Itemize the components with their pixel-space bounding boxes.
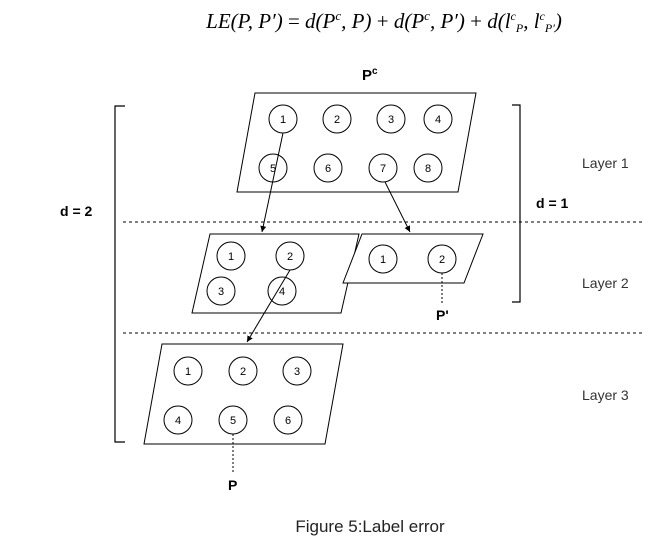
formula-term-3-sup: c — [511, 9, 517, 23]
node-label: 2 — [439, 254, 445, 266]
formula-term-3-sub2: P′ — [544, 21, 555, 35]
inner-brace — [512, 104, 521, 303]
node: 2 — [228, 356, 258, 386]
node-label: 2 — [287, 251, 293, 263]
layer2-right-parallelogram — [342, 233, 484, 284]
node: 1 — [268, 104, 298, 134]
node-label: 2 — [334, 114, 340, 126]
formula-term-1-base: d(P — [305, 9, 335, 33]
formula-term-2-base: d(P — [394, 9, 424, 33]
node-label: 3 — [294, 366, 300, 378]
node: 3 — [376, 104, 406, 134]
layer2-left-group: 1 2 3 4 — [191, 233, 360, 314]
pc-label-base: P — [362, 67, 372, 84]
node: 1 — [216, 241, 246, 271]
node-label: 4 — [279, 286, 285, 298]
node: 4 — [163, 405, 193, 435]
node-label: 1 — [228, 251, 234, 263]
node-label: 1 — [280, 114, 286, 126]
formula-term-3-mid: , l — [523, 9, 540, 33]
layer2-right-group: 1 2 — [342, 233, 484, 284]
arrow-l2left2-to-l3 — [246, 269, 291, 343]
node: 7 — [368, 153, 398, 183]
formula-term-2-rest: , P′) — [430, 9, 465, 33]
node-label: 1 — [380, 254, 386, 266]
node-label: 3 — [218, 286, 224, 298]
p-label: P — [228, 477, 237, 493]
figure-caption: Figure 5:Label error — [295, 517, 445, 536]
outer-brace — [114, 105, 125, 443]
node-label: 6 — [285, 415, 291, 427]
layer3-group: 1 2 3 4 5 6 — [143, 343, 344, 445]
formula-term-3-rest: ) — [554, 9, 562, 33]
node: 6 — [313, 153, 343, 183]
node-label: 5 — [270, 163, 276, 175]
arrow-pc7-to-l2right — [384, 181, 411, 233]
node: 2 — [322, 104, 352, 134]
node: 4 — [423, 104, 453, 134]
formula-term-1-sup: c — [335, 8, 341, 23]
node: 5 — [218, 405, 248, 435]
node: 3 — [206, 276, 236, 306]
node: 1 — [368, 244, 398, 274]
node-label: 5 — [230, 415, 236, 427]
node-label: 4 — [175, 415, 181, 427]
p-prime-label: P' — [436, 307, 449, 323]
d-outer-label: d = 2 — [60, 203, 93, 219]
node-label: 8 — [425, 163, 431, 175]
node-label: 6 — [325, 163, 331, 175]
pc-label: Pc — [362, 66, 378, 84]
node: 2 — [275, 241, 305, 271]
layer-1-label: Layer 1 — [582, 155, 629, 171]
layer-3-label: Layer 3 — [582, 387, 629, 403]
node-label: 7 — [380, 163, 386, 175]
arrow-pc1-to-l2left — [260, 132, 284, 233]
node: 8 — [413, 153, 443, 183]
pc-group: 1 2 3 4 5 6 7 8 — [236, 92, 477, 193]
node-label: 3 — [388, 114, 394, 126]
node: 3 — [282, 356, 312, 386]
formula-term-3-base: d(l — [487, 9, 510, 33]
pc-label-sup: c — [372, 66, 378, 77]
node-label: 4 — [435, 114, 441, 126]
formula-lhs: LE(P, P′) — [205, 9, 283, 33]
node-label: 1 — [185, 366, 191, 378]
node: 2 — [427, 244, 457, 274]
node: 4 — [267, 276, 297, 306]
node: 6 — [273, 405, 303, 435]
layer-2-label: Layer 2 — [582, 275, 629, 291]
d-inner-label: d = 1 — [536, 195, 569, 211]
formula-term-3-sub: P — [515, 21, 524, 35]
formula: LE(P, P′) = d(Pc, P) + d(Pc, P′) + d(lcP… — [205, 8, 562, 35]
node: 1 — [173, 356, 203, 386]
formula-term-1-rest: , P) — [341, 9, 371, 33]
formula-term-2-sup: c — [424, 8, 430, 23]
formula-term-3-sup2: c — [540, 9, 546, 23]
node-label: 2 — [240, 366, 246, 378]
